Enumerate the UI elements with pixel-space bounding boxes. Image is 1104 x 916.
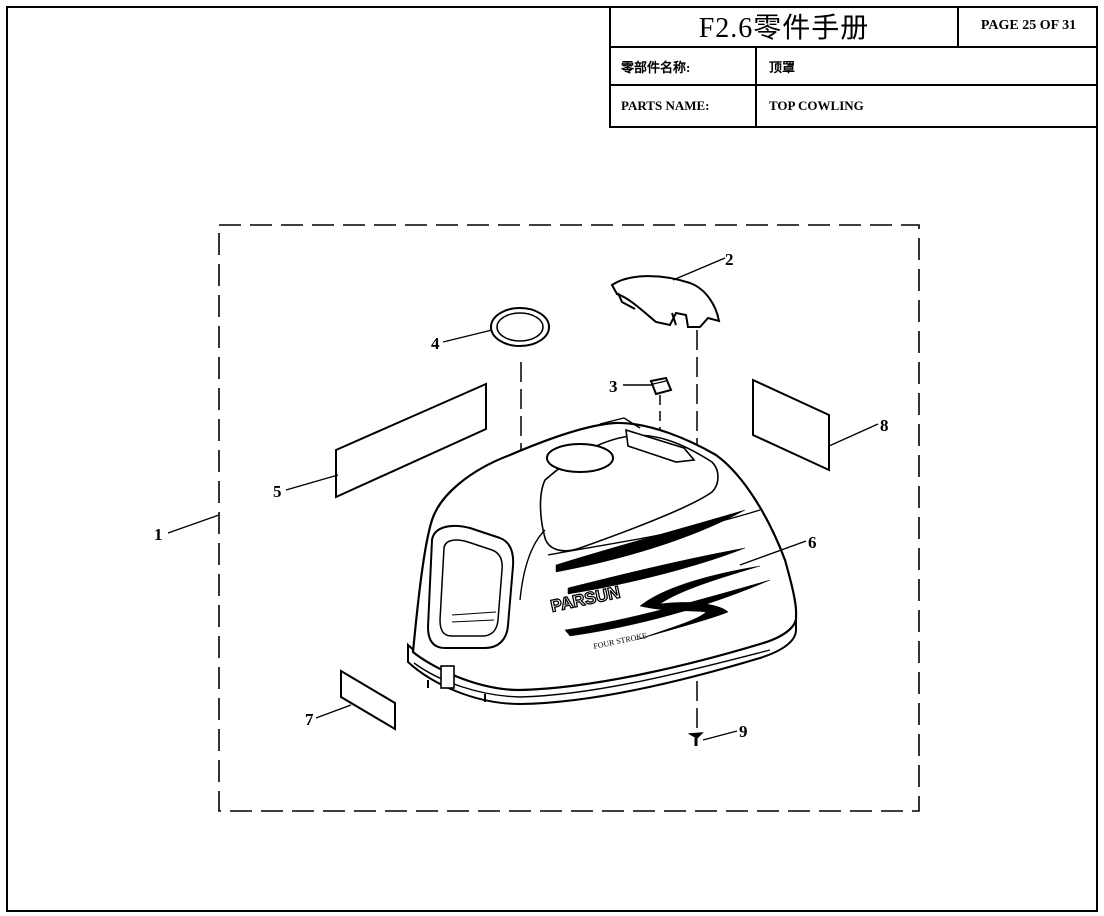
cn-name-label: 零部件名称: xyxy=(611,48,757,86)
callout-1: 1 xyxy=(154,525,163,544)
clip-part xyxy=(649,376,673,396)
cn-name-value: 顶罩 xyxy=(757,48,1098,86)
small-label-part xyxy=(340,669,396,731)
callout-6: 6 xyxy=(808,533,817,552)
en-name-label: PARTS NAME: xyxy=(611,86,757,126)
callout-5: 5 xyxy=(273,482,282,501)
screw-part xyxy=(687,732,704,746)
right-decal-part xyxy=(752,378,830,472)
callout-7: 7 xyxy=(305,710,314,729)
manual-title: F2.6零件手册 xyxy=(611,6,959,48)
callout-4: 4 xyxy=(431,334,440,353)
en-name-value: TOP COWLING xyxy=(769,98,864,113)
sheet-border xyxy=(6,6,1098,912)
leader-lines xyxy=(167,257,879,741)
callout-2: 2 xyxy=(725,250,734,269)
callout-8: 8 xyxy=(880,416,889,435)
callout-9: 9 xyxy=(739,722,748,741)
top-cowling-part xyxy=(407,417,798,706)
title-block: F2.6零件手册 PAGE 25 OF 31 零部件名称: 顶罩 PARTS N… xyxy=(609,6,1098,128)
side-decal-part xyxy=(335,382,487,499)
page-number: PAGE 25 OF 31 xyxy=(959,6,1098,48)
assembly-boundary xyxy=(218,224,920,812)
callout-3: 3 xyxy=(609,377,618,396)
handle-cover-part xyxy=(610,275,721,328)
seal-ring-part xyxy=(490,307,550,347)
